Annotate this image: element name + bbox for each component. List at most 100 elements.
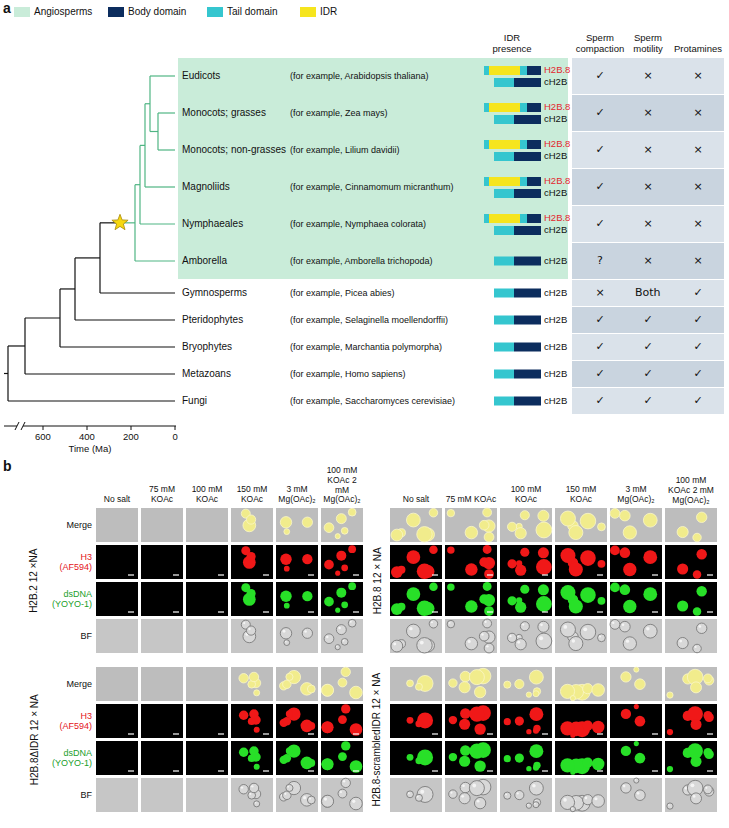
micrograph-tile [390, 778, 442, 812]
table-row [572, 132, 724, 168]
droplet [693, 533, 701, 541]
droplet [515, 716, 524, 725]
droplet [474, 686, 485, 697]
droplet [321, 722, 333, 734]
micrograph-tile [665, 778, 717, 812]
droplet [536, 559, 552, 575]
droplet [520, 548, 529, 557]
domain-bar [494, 226, 514, 235]
droplet [246, 515, 255, 524]
table-cell: × [694, 107, 703, 120]
channel-label: dsDNA (YOYO-1) [48, 748, 92, 769]
droplet [507, 596, 516, 605]
droplet [449, 753, 457, 761]
droplet [515, 528, 526, 539]
droplet-highlight [255, 802, 257, 804]
scale-bar [353, 770, 359, 771]
panel-letter: b [3, 458, 12, 474]
droplet [533, 802, 539, 808]
droplet [529, 781, 543, 795]
micrograph-tile [231, 545, 273, 579]
droplet-highlight [517, 636, 519, 638]
droplet [691, 756, 702, 767]
droplet [284, 603, 290, 609]
micrograph-tile [390, 508, 442, 542]
scale-bar [263, 611, 269, 612]
droplet [504, 792, 511, 799]
droplet-highlight [303, 796, 306, 799]
droplet [623, 563, 636, 576]
droplet [693, 644, 701, 652]
domain-bar [514, 316, 541, 325]
tree-branch [157, 113, 158, 150]
construct-label: H2B.8ΔIDR 12 × NA [28, 694, 40, 785]
droplet [610, 582, 620, 592]
domain-bar [520, 177, 527, 186]
table-row [572, 206, 724, 242]
scale-bar [128, 770, 134, 771]
droplet-highlight [626, 639, 629, 642]
droplet [634, 704, 639, 709]
droplet [324, 634, 334, 644]
micrograph-tile [665, 741, 717, 775]
table-cell: × [596, 287, 605, 300]
droplet [307, 796, 315, 804]
droplet [533, 728, 539, 734]
clade-name: Monocots; non-grasses [182, 144, 286, 156]
column-header: Sperm compaction [575, 33, 625, 55]
micrograph-tile [665, 619, 717, 653]
scale-bar [487, 611, 493, 612]
table-cell: ✓ [644, 314, 653, 327]
scale-bar [173, 770, 179, 771]
droplet [474, 723, 485, 734]
droplet [459, 756, 470, 767]
tick-label: 200 [123, 432, 139, 443]
micrograph-tile [500, 508, 552, 542]
droplet [583, 795, 593, 805]
variant-name: cH2B [544, 288, 567, 299]
micrograph-tile [445, 704, 497, 738]
channel-label: H3 (AF594) [48, 552, 92, 573]
micrograph-tile [445, 667, 497, 701]
droplet [580, 624, 596, 640]
droplet-highlight [336, 645, 338, 647]
droplet [335, 645, 340, 650]
droplet [246, 626, 255, 635]
domain-bar [489, 140, 520, 149]
droplet [348, 582, 356, 590]
tree-branch [100, 292, 175, 293]
legend-swatch [108, 7, 124, 17]
scale-bar [263, 770, 269, 771]
micrograph-tile [141, 545, 183, 579]
table-row [572, 58, 724, 94]
droplet [447, 546, 454, 553]
droplet [536, 633, 552, 649]
droplet-highlight [486, 645, 488, 647]
axis-tick [87, 426, 88, 430]
domain-bar [494, 115, 514, 124]
domain-bar [484, 140, 489, 149]
scale-bar [487, 770, 493, 771]
droplet [350, 686, 363, 699]
droplet [391, 566, 403, 578]
table-cell: ✓ [596, 144, 605, 157]
droplet [474, 797, 485, 808]
micrograph-tile [665, 582, 717, 616]
droplet [634, 667, 639, 672]
droplet [336, 588, 346, 598]
droplet-highlight [517, 641, 520, 644]
table-row [572, 307, 724, 333]
scale-bar [263, 733, 269, 734]
example-species: (for example, Saccharomyces cerevisiae) [290, 396, 455, 406]
domain-bar [494, 289, 514, 298]
domain-bar [527, 177, 541, 186]
domain-bar [527, 140, 541, 149]
table-row [572, 243, 724, 279]
domain-bar [489, 103, 520, 112]
droplet-highlight [668, 804, 670, 806]
droplet [449, 679, 457, 687]
droplet [520, 622, 529, 631]
droplet [286, 747, 293, 754]
micrograph-tile [555, 619, 607, 653]
droplet-highlight [612, 621, 614, 623]
